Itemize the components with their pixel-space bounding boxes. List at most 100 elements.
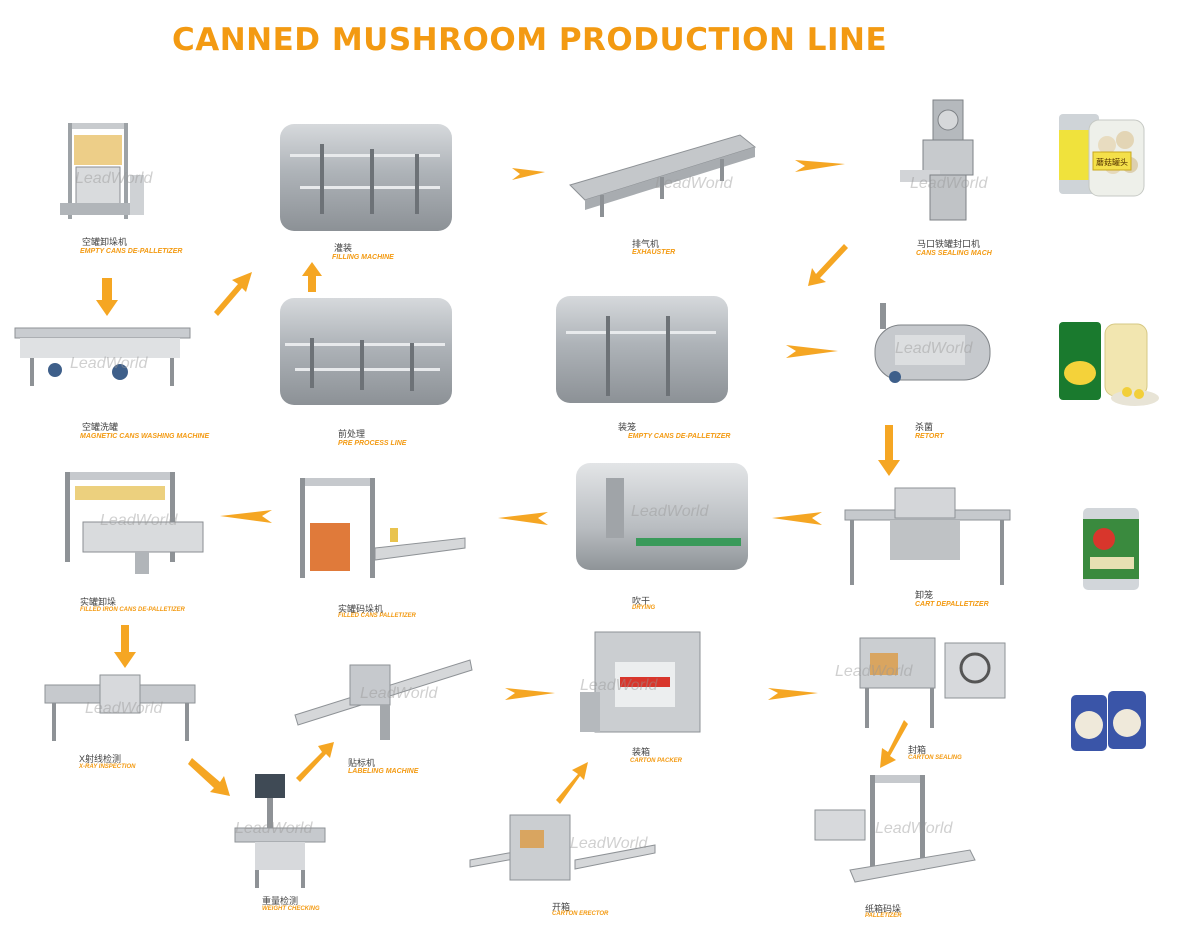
machine-magnetic-cans-washing: LeadWorld 空罐洗罐 MAGNETIC CANS WASHING MAC… <box>10 320 240 450</box>
arrow-down-icon <box>878 425 900 476</box>
machine-filling-machine: 灌装 FILLING MACHINE <box>280 124 455 264</box>
cart-depalletizer-illustration <box>844 487 1011 585</box>
watermark: LeadWorld <box>835 663 913 680</box>
machine-label-cn: 封箱 <box>908 745 927 755</box>
machine-label-cn: 实罐卸垛 <box>80 597 117 607</box>
filling-machine-photo <box>280 124 452 231</box>
palletizer-illustration <box>300 478 466 578</box>
machine-label-en: CARTON SEALING <box>908 755 962 761</box>
filled-depalletizer-illustration <box>65 472 204 574</box>
watermark: LeadWorld <box>570 835 648 852</box>
arrow-down-icon <box>96 278 118 316</box>
machine-label-cn: 吹干 <box>632 596 651 606</box>
arrow-right-icon <box>795 160 845 172</box>
watermark: LeadWorld <box>655 175 733 192</box>
machine-labeling: LeadWorld 贴标机 LABELING MACHINE <box>290 645 480 780</box>
machine-carton-sealing: LeadWorld 封箱 CARTON SEALING <box>830 628 1020 768</box>
machine-cans-sealing: LeadWorld 马口铁罐封口机 CANS SEALING MACH <box>880 95 1040 265</box>
machine-label-en: WEIGHT CHECKING <box>262 906 320 912</box>
carton-palletizer-illustration <box>814 775 976 883</box>
drying-photo <box>576 463 748 570</box>
machine-label-en: EXHAUSTER <box>632 249 676 256</box>
sealing-machine-illustration <box>900 99 974 221</box>
machine-label-en: CARTON ERECTOR <box>552 911 609 917</box>
machine-label-cn: 前处理 <box>338 429 366 439</box>
machine-drying: LeadWorld 吹干 DRYING <box>576 463 751 613</box>
machine-label-cn: 装笼 <box>618 422 637 432</box>
product-corn-can-jar <box>1059 322 1159 406</box>
machine-label-cn: 纸箱码垛 <box>865 904 902 914</box>
machine-label-cn: 空罐卸垛机 <box>82 237 128 247</box>
machine-label-en: CANS SEALING MACH <box>916 250 992 257</box>
machine-label-cn: 杀菌 <box>915 422 934 432</box>
machine-cart-depalletizer: 卸笼 CART DEPALLETIZER <box>840 480 1020 615</box>
machine-label-cn: 灌装 <box>334 243 353 253</box>
machine-cage-loading: 装笼 EMPTY CANS DE-PALLETIZER <box>556 296 756 446</box>
product-tomato-can <box>1083 508 1139 590</box>
machine-label-cn: 贴标机 <box>348 758 376 768</box>
machine-label-en: EMPTY CANS DE-PALLETIZER <box>80 248 183 255</box>
product-mushroom-cans-pack <box>1071 691 1146 751</box>
arrow-up-right-icon <box>296 742 334 782</box>
machine-label-en: EMPTY CANS DE-PALLETIZER <box>628 433 731 440</box>
machine-weight-checking: LeadWorld 重量检测 WEIGHT CHECKING <box>200 770 360 915</box>
machine-label-en: FILLING MACHINE <box>332 254 394 261</box>
machine-label-en: CART DEPALLETIZER <box>915 601 989 608</box>
machine-label-cn: X射线检测 <box>79 754 122 764</box>
arrow-up-right-icon <box>556 762 588 804</box>
watermark: LeadWorld <box>85 700 163 717</box>
carton-packer-illustration <box>580 631 701 733</box>
arrow-down-left-icon <box>880 720 908 768</box>
machine-retort: LeadWorld 杀菌 RETORT <box>855 295 1015 445</box>
arrow-left-icon <box>772 512 822 525</box>
watermark: LeadWorld <box>631 503 709 520</box>
depalletizer-illustration <box>60 123 144 219</box>
machine-exhauster: LeadWorld 排气机 EXHAUSTER <box>560 125 760 265</box>
machine-label-en: DRYING <box>632 605 656 611</box>
arrow-group <box>96 160 908 804</box>
watermark: LeadWorld <box>100 512 178 529</box>
arrow-up-right-icon <box>214 272 252 316</box>
machine-label-cn: 装箱 <box>632 747 651 757</box>
arrow-down-left-icon <box>808 244 848 286</box>
product-mushroom-can-jar: 蘑菇罐头 <box>1059 114 1145 197</box>
machine-carton-erector: LeadWorld 开箱 CARTON ERECTOR <box>465 805 665 925</box>
machine-empty-cans-depalletizer: LeadWorld 空罐卸垛机 EMPTY CANS DE-PALLETIZER <box>40 115 220 260</box>
exhauster-illustration <box>569 134 757 217</box>
machine-label-en: X-RAY INSPECTION <box>79 764 136 770</box>
watermark: LeadWorld <box>360 685 438 702</box>
arrow-right-icon <box>512 168 545 180</box>
product-label: 蘑菇罐头 <box>1096 157 1128 167</box>
machine-label-cn: 开箱 <box>552 902 571 912</box>
machine-label-cn: 马口铁罐封口机 <box>917 239 981 249</box>
watermark: LeadWorld <box>75 170 153 187</box>
arrow-right-icon <box>505 688 555 700</box>
arrow-left-icon <box>220 510 272 523</box>
machine-label-cn: 重量检测 <box>262 896 299 906</box>
machine-label-en: PALLETIZER <box>865 913 902 919</box>
retort-illustration <box>874 303 991 383</box>
machine-label-en: PRE PROCESS LINE <box>338 440 407 447</box>
machine-label-cn: 卸笼 <box>915 590 934 600</box>
washing-machine-illustration <box>14 327 191 386</box>
watermark: LeadWorld <box>580 677 658 694</box>
cage-loading-photo <box>556 296 728 403</box>
watermark: LeadWorld <box>875 820 953 837</box>
arrow-up-icon <box>302 262 322 292</box>
weight-checking-illustration <box>234 774 326 888</box>
arrow-left-icon <box>498 512 548 525</box>
machine-label-en: RETORT <box>915 433 944 440</box>
machine-palletizer: LeadWorld 纸箱码垛 PALLETIZER <box>810 770 985 920</box>
arrow-down-right-icon <box>188 758 230 796</box>
machine-label-en: FILLED CANS PALLETIZER <box>338 613 416 619</box>
machine-label-cn: 实罐码垛机 <box>338 604 384 614</box>
watermark: LeadWorld <box>70 355 148 372</box>
watermark: LeadWorld <box>235 820 313 837</box>
arrow-right-icon <box>768 688 818 700</box>
arrow-right-icon <box>786 345 838 358</box>
machine-carton-packer: LeadWorld 装箱 CARTON PACKER <box>575 622 735 772</box>
machine-label-en: CARTON PACKER <box>630 758 683 764</box>
page-title: CANNED MUSHROOM PRODUCTION LINE <box>172 22 888 58</box>
machine-label-en: MAGNETIC CANS WASHING MACHINE <box>80 433 210 440</box>
